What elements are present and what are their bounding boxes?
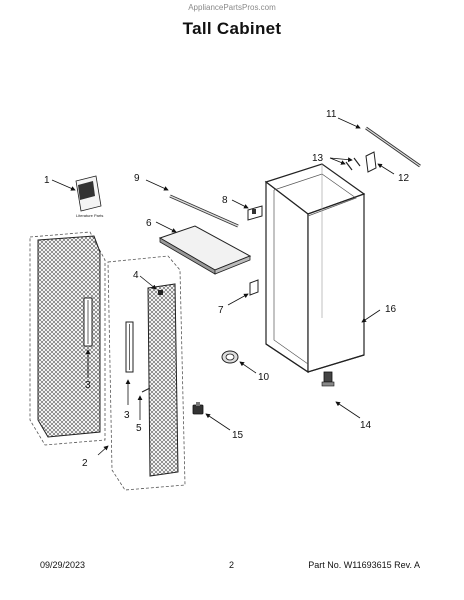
literature-parts-card: Literature Parts [75, 175, 103, 218]
clip-part-7 [249, 279, 259, 296]
footer-date: 09/29/2023 [40, 560, 86, 570]
callout-14: 14 [360, 420, 372, 431]
callout-2: 2 [82, 458, 88, 469]
page-title: Tall Cabinet [182, 19, 282, 38]
cabinet-part-16 [264, 163, 366, 387]
callout-9-leader [145, 179, 169, 191]
callout-11-leader [337, 117, 361, 129]
callout-15-leader [205, 413, 231, 431]
callout-8: 8 [222, 195, 228, 206]
leveling-leg-part-15 [192, 402, 204, 415]
footer-part-number: Part No. W11693615 Rev. A [308, 560, 420, 570]
callout-7-leader [227, 293, 249, 306]
callout-16-leader [361, 309, 381, 323]
rod-part [169, 194, 239, 228]
callout-11: 11 [326, 109, 337, 120]
callout-4-leader [139, 275, 157, 290]
callout-9: 9 [134, 173, 140, 184]
watermark: AppliancePartsPros.com [188, 3, 276, 12]
callout-5: 5 [136, 423, 142, 434]
left-door-assembly [29, 231, 106, 446]
callout-1-leader [51, 179, 76, 191]
shelf-part [158, 225, 252, 275]
callout-16: 16 [385, 304, 397, 315]
rail-part-11 [365, 126, 421, 168]
callout-14-leader [335, 401, 361, 419]
callout-7: 7 [218, 305, 224, 316]
callout-13: 13 [312, 153, 324, 164]
callout-1: 1 [44, 175, 50, 186]
callout-10: 10 [258, 372, 270, 383]
callout-15: 15 [232, 430, 244, 441]
literature-label: Literature Parts [76, 213, 103, 218]
bracket-part-12 [365, 151, 377, 173]
callout-13-leader-a [329, 157, 346, 165]
callout-12-leader [377, 163, 395, 175]
callout-8-leader [231, 199, 249, 209]
callout-3a: 3 [85, 380, 91, 391]
callout-12: 12 [398, 173, 410, 184]
callout-13-leader-b [329, 157, 353, 163]
screws-part-13 [345, 157, 361, 171]
callout-6: 6 [146, 218, 152, 229]
callout-3b: 3 [124, 410, 130, 421]
callout-6-leader [155, 221, 177, 233]
grommet-part [221, 350, 239, 364]
right-door-assembly [107, 255, 186, 491]
callout-2-leader [97, 445, 109, 456]
callout-4: 4 [133, 270, 139, 281]
footer-page-number: 2 [229, 560, 235, 570]
callout-10-leader [239, 361, 257, 374]
bracket-part-8 [247, 205, 263, 221]
